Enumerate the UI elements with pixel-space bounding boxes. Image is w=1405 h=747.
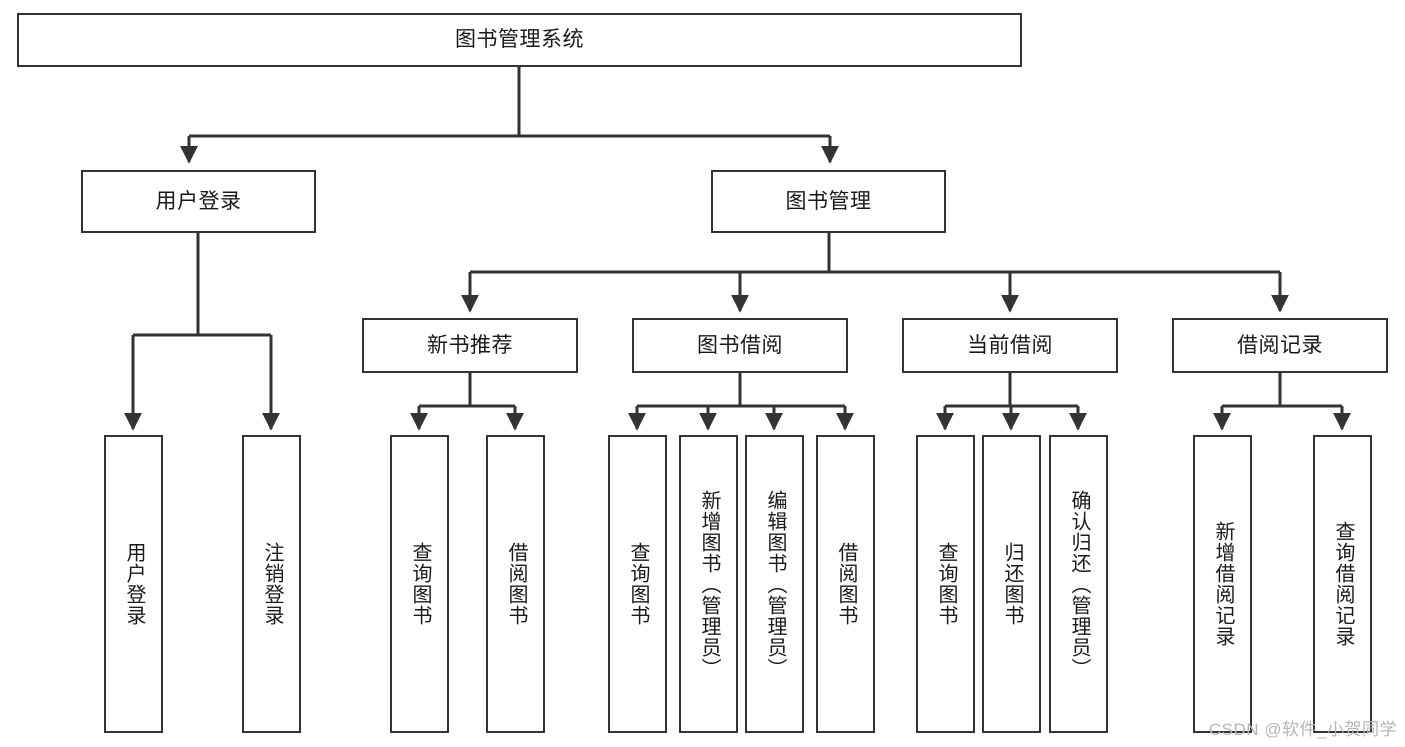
node-root[interactable]: 图书管理系统	[17, 13, 1022, 67]
leaf-borrow-book[interactable]: 借阅图书	[816, 435, 875, 733]
leaf-user-login-label: 用户登录	[123, 542, 145, 626]
node-new-book-recommend-label: 新书推荐	[427, 333, 513, 357]
leaf-query-book-current-label: 查询图书	[935, 542, 957, 626]
leaf-borrow-book-label: 借阅图书	[835, 542, 857, 626]
node-book-borrow[interactable]: 图书借阅	[632, 318, 848, 373]
leaf-query-borrow-record[interactable]: 查询借阅记录	[1313, 435, 1372, 733]
leaf-query-borrow-record-label: 查询借阅记录	[1332, 521, 1354, 647]
leaf-logout-label: 注销登录	[261, 542, 283, 626]
node-new-book-recommend[interactable]: 新书推荐	[362, 318, 578, 373]
leaf-confirm-return-label: 确认归还（管理员）	[1068, 489, 1090, 679]
node-root-label: 图书管理系统	[455, 28, 584, 52]
leaf-query-book-borrow[interactable]: 查询图书	[608, 435, 667, 733]
leaf-edit-book[interactable]: 编辑图书（管理员）	[745, 435, 804, 733]
node-user-login-label: 用户登录	[155, 189, 242, 213]
node-borrow-record-label: 借阅记录	[1237, 333, 1323, 357]
node-borrow-record[interactable]: 借阅记录	[1172, 318, 1388, 373]
leaf-query-book-current[interactable]: 查询图书	[916, 435, 975, 733]
leaf-add-borrow-record-label: 新增借阅记录	[1212, 521, 1234, 647]
leaf-query-book-recommend[interactable]: 查询图书	[390, 435, 449, 733]
node-book-borrow-label: 图书借阅	[697, 333, 783, 357]
leaf-add-book[interactable]: 新增图书（管理员）	[679, 435, 738, 733]
node-current-borrow-label: 当前借阅	[967, 333, 1053, 357]
leaf-add-borrow-record[interactable]: 新增借阅记录	[1193, 435, 1252, 733]
leaf-query-book-recommend-label: 查询图书	[409, 542, 431, 626]
leaf-query-book-borrow-label: 查询图书	[627, 542, 649, 626]
leaf-confirm-return[interactable]: 确认归还（管理员）	[1049, 435, 1108, 733]
leaf-edit-book-label: 编辑图书（管理员）	[764, 489, 786, 679]
node-user-login[interactable]: 用户登录	[81, 170, 316, 233]
leaf-return-book-label: 归还图书	[1001, 542, 1023, 626]
leaf-borrow-book-recommend[interactable]: 借阅图书	[486, 435, 545, 733]
node-book-manage[interactable]: 图书管理	[711, 170, 946, 233]
node-book-manage-label: 图书管理	[785, 189, 872, 213]
node-current-borrow[interactable]: 当前借阅	[902, 318, 1118, 373]
leaf-borrow-book-recommend-label: 借阅图书	[505, 542, 527, 626]
leaf-user-login[interactable]: 用户登录	[104, 435, 163, 733]
watermark: CSDN @软件_小贺同学	[1208, 720, 1397, 739]
leaf-add-book-label: 新增图书（管理员）	[698, 489, 720, 679]
leaf-return-book[interactable]: 归还图书	[982, 435, 1041, 733]
leaf-logout[interactable]: 注销登录	[242, 435, 301, 733]
